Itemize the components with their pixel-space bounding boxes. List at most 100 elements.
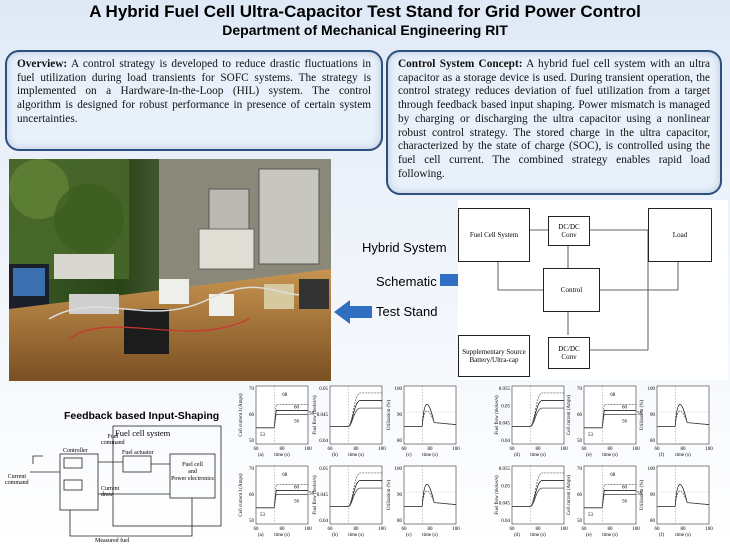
annot-68: 68 <box>610 393 616 398</box>
y-tick-label: 50 <box>577 439 583 444</box>
plot-frame <box>403 465 457 525</box>
x-tick-label: 100 <box>452 527 460 532</box>
y-tick-label: 0.045 <box>499 422 511 427</box>
x-tick-label: 100 <box>304 527 312 532</box>
plot-frame <box>329 465 383 525</box>
panel-letter: (a) <box>258 453 264 458</box>
x-tick-label: 60 <box>510 447 516 452</box>
fuel-actuator-label: Fuel actuator <box>122 450 154 456</box>
y-tick-label: 0.04 <box>501 439 510 444</box>
y-axis-label: Fuel flow (moles/s) <box>495 395 500 434</box>
annot-58: 58 <box>637 411 643 416</box>
annot-53: 53 <box>588 433 594 438</box>
x-axis-label: time (s) <box>274 533 290 538</box>
x-tick-label: 60 <box>328 447 334 452</box>
fuel-flow-curve <box>330 472 382 507</box>
plot-frame <box>511 465 565 525</box>
fuel-cell-system-box: Fuel Cell System <box>458 208 530 262</box>
overview-box: Overview: A control strategy is develope… <box>5 50 383 151</box>
y-tick-label: 0.04 <box>319 439 328 444</box>
panel-letter: (d) <box>514 533 520 538</box>
plot-frame <box>403 385 457 445</box>
current-draw-line1: Current <box>101 486 120 492</box>
y-tick-label: 0.05 <box>319 387 328 392</box>
annot-60: 60 <box>622 485 628 490</box>
panel-letter: (c) <box>406 453 412 458</box>
annot-56: 56 <box>622 499 628 504</box>
plot-frame <box>255 465 309 525</box>
y-axis-label: Cell current (Amps) <box>567 475 572 516</box>
dcdc-top-box: DC/DC Conv <box>548 216 590 246</box>
current-draw-line2: draw <box>101 492 113 498</box>
plot-frame <box>329 385 383 445</box>
x-tick-label: 80 <box>428 447 434 452</box>
load-box: Load <box>648 208 712 262</box>
schematic-label: Schematic <box>376 274 437 289</box>
x-tick-label: 100 <box>705 447 713 452</box>
x-tick-label: 80 <box>681 527 687 532</box>
dcdc-top-line2: Conv <box>561 231 577 239</box>
x-axis-label: time (s) <box>422 453 438 458</box>
y-axis-label: Utilization (%) <box>640 480 645 510</box>
y-tick-label: 100 <box>648 387 656 392</box>
annot-58: 58 <box>309 411 315 416</box>
supp-line2: Battery/Ultra-cap <box>469 356 519 364</box>
x-axis-label: time (s) <box>675 453 691 458</box>
annot-60: 60 <box>294 485 300 490</box>
x-axis-label: time (s) <box>530 453 546 458</box>
y-axis-label: Utilization (%) <box>387 480 392 510</box>
y-tick-label: 0.05 <box>319 467 328 472</box>
y-tick-label: 90 <box>397 413 403 418</box>
plot-frame <box>656 465 710 525</box>
x-tick-label: 100 <box>632 447 640 452</box>
arrow-left-icon <box>334 300 372 324</box>
y-tick-label: 60 <box>577 493 583 498</box>
concept-box: Control System Concept: A hybrid fuel ce… <box>386 50 722 195</box>
x-tick-label: 80 <box>681 447 687 452</box>
utilization-curve <box>657 490 710 507</box>
y-tick-label: 60 <box>577 413 583 418</box>
y-tick-label: 100 <box>395 387 403 392</box>
annot-60: 60 <box>294 405 300 410</box>
y-axis-label: Utilization (%) <box>387 400 392 430</box>
plot-frame <box>255 385 309 445</box>
x-axis-label: time (s) <box>274 453 290 458</box>
fuel-command-line1: Fuel <box>107 434 119 440</box>
annot-56: 56 <box>622 419 628 424</box>
x-tick-label: 80 <box>608 527 614 532</box>
panel-letter: (b) <box>332 533 338 538</box>
x-tick-label: 60 <box>582 447 588 452</box>
panel-letter: (b) <box>332 453 338 458</box>
y-tick-label: 80 <box>650 519 656 524</box>
y-tick-label: 0.04 <box>501 519 510 524</box>
fuel-cell-line3: Power electronics <box>171 476 214 482</box>
overview-label: Overview: <box>17 58 68 70</box>
x-axis-label: time (s) <box>675 533 691 538</box>
plot-frame <box>583 465 637 525</box>
poster-title: A Hybrid Fuel Cell Ultra-Capacitor Test … <box>89 2 641 21</box>
current-curve <box>584 484 636 509</box>
test-stand-photo <box>9 159 331 381</box>
y-tick-label: 70 <box>249 387 255 392</box>
y-axis-label: Fuel flow (moles/s) <box>495 475 500 514</box>
y-tick-label: 50 <box>249 439 255 444</box>
concept-label: Control System Concept: <box>398 58 523 70</box>
feedback-diagram: Fuel cell system Fuel command Controller… <box>5 424 225 546</box>
plot-frame <box>583 385 637 445</box>
x-tick-label: 80 <box>354 447 360 452</box>
y-tick-label: 50 <box>249 519 255 524</box>
x-tick-label: 80 <box>280 527 286 532</box>
y-tick-label: 100 <box>395 467 403 472</box>
y-tick-label: 80 <box>397 519 403 524</box>
concept-text: A hybrid fuel cell system with an ultra … <box>398 58 710 180</box>
x-tick-label: 80 <box>608 447 614 452</box>
y-tick-label: 50 <box>577 519 583 524</box>
utilization-curve <box>657 410 710 427</box>
y-axis-label: Cell current (Amps) <box>567 395 572 436</box>
y-tick-label: 70 <box>249 467 255 472</box>
x-tick-label: 100 <box>378 527 386 532</box>
y-tick-label: 90 <box>650 493 656 498</box>
supp-line1: Supplementary Source <box>462 348 526 356</box>
x-axis-label: time (s) <box>348 533 364 538</box>
